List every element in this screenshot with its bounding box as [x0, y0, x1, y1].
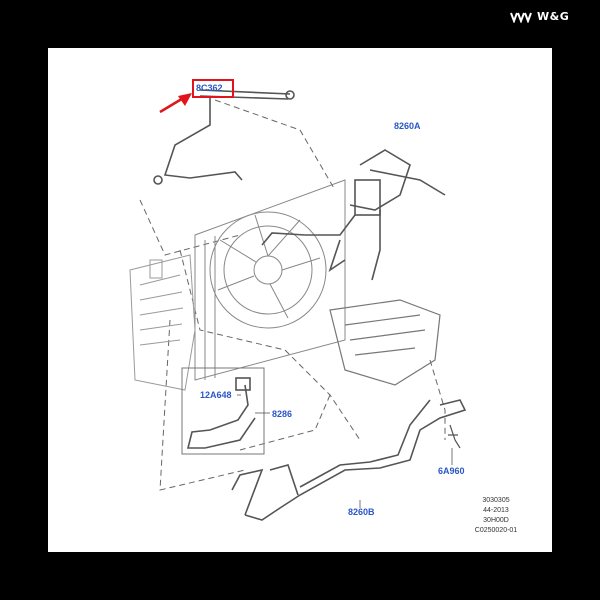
callout-leaders [237, 394, 453, 508]
hose-8286 [186, 377, 256, 449]
callout-8260B: 8260B [348, 507, 375, 517]
hose-8260A [261, 149, 446, 281]
triple-chevron-logo-icon [510, 12, 532, 23]
clip-6A960 [448, 424, 461, 449]
callout-boxes [181, 367, 265, 455]
callout-8286: 8286 [272, 409, 293, 419]
highlight-box [192, 79, 234, 98]
callout-8C362: 8C362 [196, 83, 223, 93]
doc-code-2: 44-2013 [483, 507, 509, 514]
doc-code-4: C0250020-01 [474, 527, 518, 534]
highlight-arrow [159, 93, 192, 114]
radiator-fan-assembly [194, 179, 346, 381]
callout-8260A: 8260A [394, 121, 421, 131]
thermostat-housing [329, 299, 441, 386]
engine-block-outline [129, 254, 196, 391]
brand-badge: W&G [510, 10, 569, 23]
doc-code-3: 30H00D [483, 517, 509, 524]
doc-code-1: 3030305 [482, 497, 510, 504]
callout-6A960: 6A960 [438, 466, 465, 476]
dashed-leader-lines [139, 99, 446, 491]
hose-8260B [231, 399, 467, 521]
callout-12A648: 12A648 [200, 390, 232, 400]
brand-name: W&G [537, 10, 570, 23]
